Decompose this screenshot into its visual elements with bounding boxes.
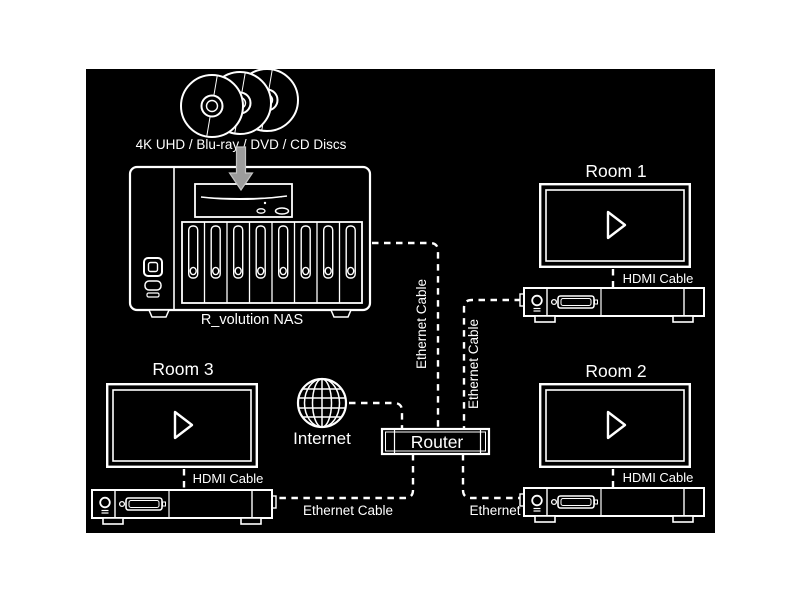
nas-drive-bays bbox=[181, 221, 363, 304]
label-ethernet-nas-router: Ethernet Cable bbox=[414, 279, 429, 369]
cable-router-to-room2 bbox=[461, 454, 521, 500]
room2-hdmi-label: HDMI Cable bbox=[623, 470, 694, 485]
disc-insert-arrow-icon bbox=[228, 146, 254, 192]
cable-internet-to-router bbox=[349, 401, 404, 429]
nas-device bbox=[128, 165, 372, 318]
cable-nas-to-router bbox=[372, 241, 440, 429]
nas-power-button bbox=[143, 257, 163, 277]
router-device bbox=[380, 427, 491, 456]
router-label: Router bbox=[411, 432, 464, 452]
room1-hdmi-label: HDMI Cable bbox=[623, 271, 694, 286]
cable-router-to-room3 bbox=[278, 454, 415, 500]
room2-title: Room 2 bbox=[585, 361, 646, 381]
label-ethernet-room1-router: Ethernet Cable bbox=[466, 319, 481, 409]
label-ethernet-router-room2: Ethernet bbox=[469, 503, 520, 518]
internet-globe-icon bbox=[296, 377, 348, 429]
room3-tv bbox=[105, 383, 258, 468]
nas-indicator bbox=[146, 292, 160, 298]
cable-room1-to-router bbox=[462, 298, 521, 429]
disc-1 bbox=[180, 74, 244, 138]
room2-media-player bbox=[523, 487, 705, 523]
nas-optical-drive bbox=[194, 183, 293, 218]
label-ethernet-router-room3: Ethernet Cable bbox=[303, 503, 393, 518]
room1-title: Room 1 bbox=[585, 161, 646, 181]
nas-foot-left bbox=[147, 309, 171, 318]
cable-lines bbox=[182, 241, 615, 500]
room2-tv bbox=[539, 383, 691, 468]
room1-media-player bbox=[523, 287, 705, 323]
room3-hdmi-label: HDMI Cable bbox=[193, 471, 264, 486]
discs-icon bbox=[180, 68, 299, 138]
nas-usb-port bbox=[144, 280, 162, 291]
internet-label: Internet bbox=[293, 429, 351, 448]
discs-label: 4K UHD / Blu-ray / DVD / CD Discs bbox=[136, 137, 347, 152]
room1-tv bbox=[539, 182, 691, 268]
nas-label: R_volution NAS bbox=[201, 312, 303, 328]
room3-title: Room 3 bbox=[152, 359, 213, 379]
room3-media-player bbox=[91, 489, 273, 525]
nas-foot-right bbox=[329, 309, 353, 318]
